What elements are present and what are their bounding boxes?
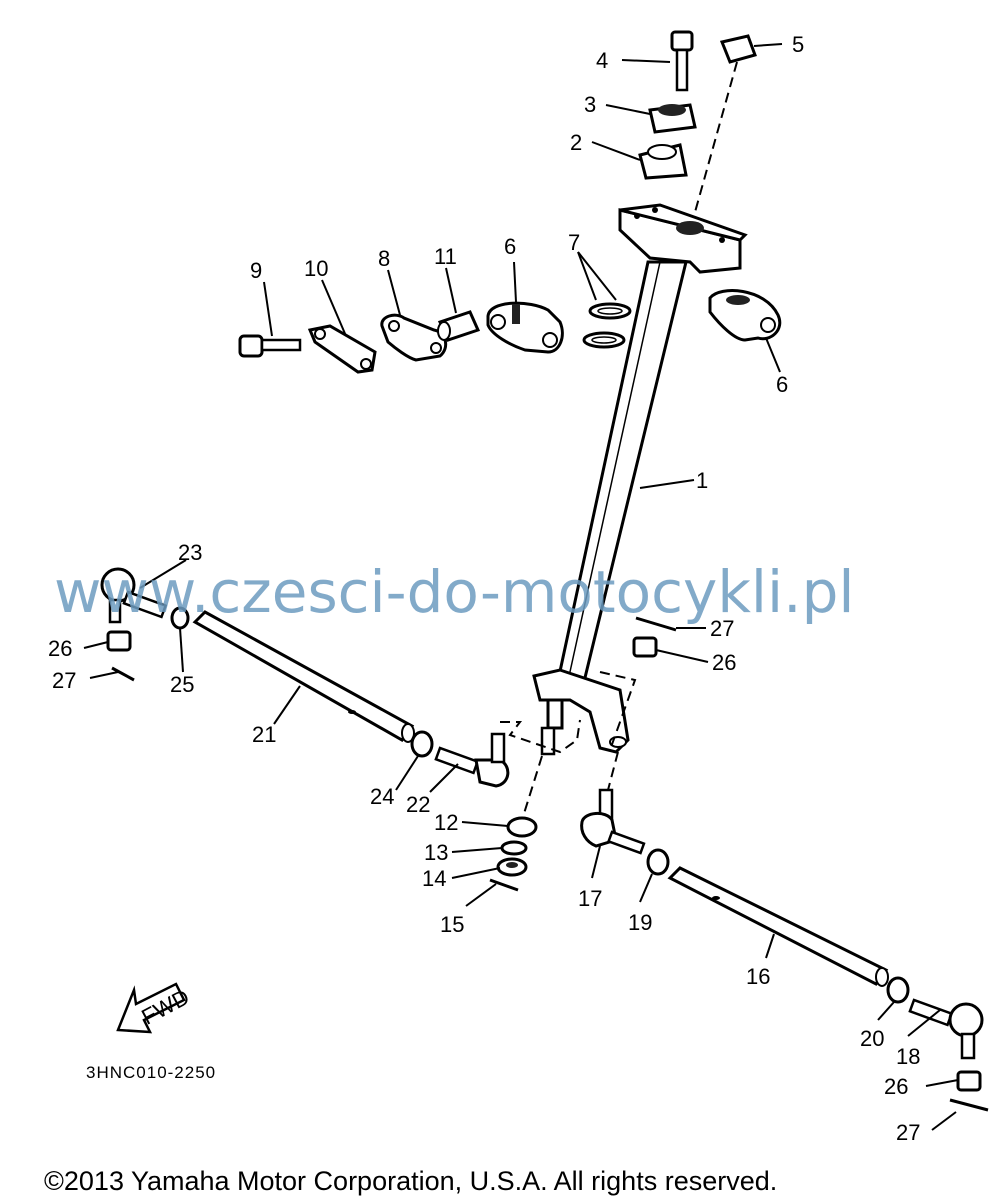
cotter-pin-27-left — [111, 666, 135, 682]
label-12: 12 — [434, 810, 458, 835]
dashed-guide-17 — [607, 751, 619, 791]
label-8: 8 — [378, 246, 390, 271]
seals-7 — [582, 302, 632, 349]
label-16: 16 — [746, 964, 770, 989]
tie-rod-end-17 — [580, 788, 646, 855]
part-labels: 1 2 3 4 5 6 6 7 8 9 10 11 12 13 14 15 16… — [48, 32, 920, 1145]
label-17: 17 — [578, 886, 602, 911]
nut-19 — [646, 848, 670, 876]
label-24: 24 — [370, 784, 394, 809]
washer-13 — [500, 840, 528, 856]
label-6b: 6 — [776, 372, 788, 397]
label-5: 5 — [792, 32, 804, 57]
clamp-upper — [648, 103, 697, 134]
label-27a: 27 — [52, 668, 76, 693]
nut-26-right — [956, 1070, 982, 1092]
label-21: 21 — [252, 722, 276, 747]
nut-24 — [410, 730, 434, 758]
label-10: 10 — [304, 256, 328, 281]
clamp-half-left — [486, 301, 564, 354]
cotter-pin-27-right — [949, 1098, 989, 1112]
label-4: 4 — [596, 48, 608, 73]
clamp-half-right — [708, 289, 782, 342]
leader-lines — [83, 43, 959, 1131]
label-1: 1 — [696, 468, 708, 493]
tie-rod-left — [192, 610, 415, 743]
label-27c: 27 — [896, 1120, 920, 1145]
label-26a: 26 — [48, 636, 72, 661]
collar-11 — [437, 310, 481, 342]
cotter-pin-15 — [489, 878, 519, 892]
label-11: 11 — [434, 244, 457, 269]
nut-14 — [496, 857, 528, 877]
tie-rod-end-18 — [908, 998, 984, 1060]
clamp-lower — [638, 143, 688, 180]
dashed-guide-right — [599, 671, 637, 751]
label-3: 3 — [584, 92, 596, 117]
tie-rod-end-23 — [100, 567, 168, 624]
copyright-notice: ©2013 Yamaha Motor Corporation, U.S.A. A… — [44, 1166, 777, 1196]
label-26c: 26 — [884, 1074, 908, 1099]
label-14: 14 — [422, 866, 446, 891]
label-18: 18 — [896, 1044, 920, 1069]
dashed-guide-down — [521, 755, 543, 821]
label-13: 13 — [424, 840, 448, 865]
diagram-code: 3HNC010-2250 — [86, 1063, 216, 1082]
upper-bracket — [618, 203, 748, 274]
tie-rod-end-22 — [434, 732, 510, 788]
axis-line-top — [689, 61, 738, 231]
label-25: 25 — [170, 672, 194, 697]
label-9: 9 — [250, 258, 262, 283]
label-27b: 27 — [710, 616, 734, 641]
label-6a: 6 — [504, 234, 516, 259]
nut-26-center — [632, 636, 658, 658]
label-7: 7 — [568, 230, 580, 255]
dashed-guide-left — [500, 719, 581, 754]
label-19: 19 — [628, 910, 652, 935]
label-22: 22 — [406, 792, 430, 817]
cotter-pin-27-center — [635, 616, 677, 632]
label-26b: 26 — [712, 650, 736, 675]
label-15: 15 — [440, 912, 464, 937]
nut-26-left — [106, 630, 132, 652]
cap-5 — [719, 34, 757, 64]
bolt-9 — [238, 334, 302, 358]
nut-12 — [506, 816, 538, 838]
plate-10 — [307, 324, 377, 374]
watermark: www.czesci-do-motocykli.pl — [54, 558, 855, 626]
nut-20 — [886, 976, 910, 1004]
label-23: 23 — [178, 540, 202, 565]
bolt-4 — [670, 30, 694, 92]
tie-rod-right — [667, 866, 889, 987]
label-2: 2 — [570, 130, 582, 155]
fwd-arrow-icon: FWD — [116, 982, 193, 1034]
plate-8 — [380, 313, 448, 362]
label-20: 20 — [860, 1026, 884, 1051]
